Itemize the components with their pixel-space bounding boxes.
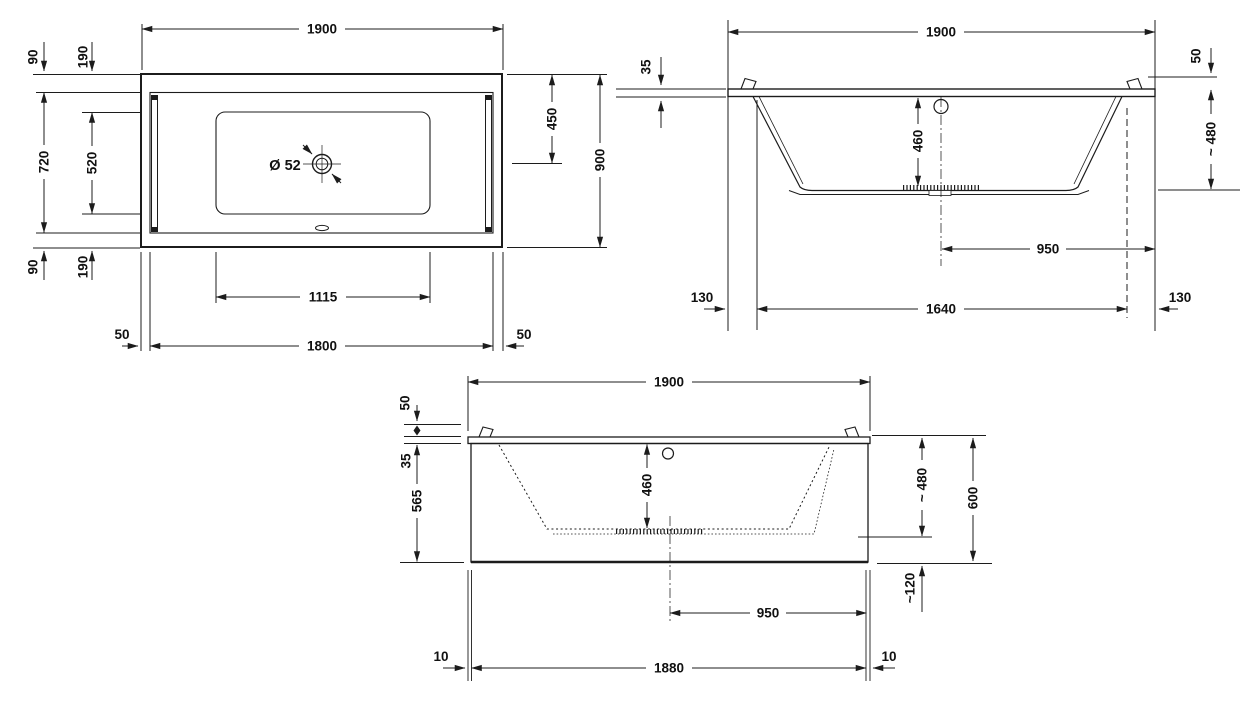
dim-label: 35 xyxy=(399,453,414,469)
svg-text:1640: 1640 xyxy=(926,302,956,317)
svg-text:900: 900 xyxy=(593,149,608,172)
dim-label: 720 xyxy=(36,145,52,179)
rim-bar xyxy=(467,436,871,445)
svg-text:90: 90 xyxy=(26,259,41,274)
dim-label: 10 xyxy=(433,649,448,664)
dim-label: 130 xyxy=(691,290,714,305)
tab-left xyxy=(740,77,757,90)
svg-text:~120: ~120 xyxy=(903,573,918,603)
dim-label: 950 xyxy=(1030,241,1066,257)
overflow-hole xyxy=(661,447,675,460)
svg-text:600: 600 xyxy=(966,487,981,510)
tub-body-outline xyxy=(752,96,1123,192)
svg-text:1880: 1880 xyxy=(654,661,684,676)
svg-text:90: 90 xyxy=(26,49,41,64)
dim-label: 1900 xyxy=(646,374,692,390)
wall-inner-right xyxy=(1073,96,1117,185)
dim-label: 50 xyxy=(1189,48,1204,63)
dim-label: 190 xyxy=(76,256,91,279)
drain-symbol xyxy=(302,144,342,184)
side-dimension-lines xyxy=(616,20,1240,331)
side-view: 1900 35 50 ~ 480 460 950 1640 130 130 xyxy=(616,20,1240,331)
dim-label: 600 xyxy=(965,481,981,515)
dim-label: 565 xyxy=(409,484,425,518)
dim-label: 90 xyxy=(26,49,41,64)
tab-left xyxy=(478,426,494,438)
dim-label: ~120 xyxy=(903,573,918,603)
svg-text:50: 50 xyxy=(398,395,413,410)
tab-right xyxy=(844,426,860,438)
svg-text:950: 950 xyxy=(757,606,780,621)
dim-label: ~ 480 xyxy=(914,460,930,510)
dim-label: 50 xyxy=(516,327,531,342)
front-figure xyxy=(467,426,871,624)
dim-label: 1900 xyxy=(299,21,345,37)
front-view: 1900 50 35 565 460 ~ 480 600 ~120 950 10… xyxy=(398,374,992,681)
dim-label: 190 xyxy=(76,46,91,69)
svg-text:460: 460 xyxy=(640,474,655,497)
svg-text:1900: 1900 xyxy=(926,25,956,40)
svg-text:565: 565 xyxy=(410,489,425,512)
dim-label: 460 xyxy=(910,124,926,158)
rim-side-bars xyxy=(151,95,492,232)
dim-label: 950 xyxy=(750,605,786,621)
dim-label: 1880 xyxy=(646,660,692,676)
svg-text:1900: 1900 xyxy=(654,375,684,390)
tab-right xyxy=(1126,77,1143,90)
plan-labels: 1900 90 190 720 520 90 190 450 900 1115 … xyxy=(26,21,608,354)
apron-panel xyxy=(470,442,869,563)
svg-text:35: 35 xyxy=(639,59,654,75)
rim-bar xyxy=(727,88,1156,98)
svg-text:190: 190 xyxy=(76,46,91,69)
svg-text:1900: 1900 xyxy=(307,22,337,37)
side-figure xyxy=(727,77,1156,266)
dim-front-left-stack xyxy=(400,405,464,563)
dim-label: ~ 480 xyxy=(1203,114,1219,164)
dim-label: 90 xyxy=(26,259,41,274)
dim-label: 35 xyxy=(639,59,654,75)
dim-label: 1115 xyxy=(300,289,346,305)
drain-boss xyxy=(928,190,952,196)
dim-label: 1640 xyxy=(918,301,964,317)
tub-hidden-profile-inner xyxy=(553,448,835,535)
svg-text:1115: 1115 xyxy=(309,290,338,305)
dim-side-rim-thickness xyxy=(616,57,726,128)
dim-label: 520 xyxy=(84,146,100,180)
overflow-slot xyxy=(315,224,329,232)
wall-inner-left xyxy=(758,96,804,185)
dim-label: 10 xyxy=(881,649,896,664)
dim-label: 50 xyxy=(398,395,413,410)
tub-rim-edge xyxy=(149,91,494,234)
dim-label: 900 xyxy=(592,143,608,177)
front-labels: 1900 50 35 565 460 ~ 480 600 ~120 950 10… xyxy=(398,374,981,676)
dim-label: 130 xyxy=(1169,290,1192,305)
dim-label: 1900 xyxy=(918,24,964,40)
dim-side-depth xyxy=(1158,89,1240,191)
svg-text:~ 480: ~ 480 xyxy=(1204,122,1219,156)
svg-text:1800: 1800 xyxy=(307,339,337,354)
dim-label: 450 xyxy=(544,102,560,136)
svg-text:35: 35 xyxy=(399,453,414,469)
plan-figure xyxy=(140,73,503,248)
svg-text:460: 460 xyxy=(911,130,926,153)
dim-label: 50 xyxy=(114,327,129,342)
dim-label: 1800 xyxy=(299,338,345,354)
svg-text:720: 720 xyxy=(37,151,52,174)
dim-side-tab-height xyxy=(1148,48,1217,78)
tub-basin-floor xyxy=(215,111,431,215)
svg-text:950: 950 xyxy=(1037,242,1060,257)
tub-outer-edge xyxy=(140,73,503,248)
side-labels: 1900 35 50 ~ 480 460 950 1640 130 130 xyxy=(639,24,1219,317)
svg-text:~ 480: ~ 480 xyxy=(915,468,930,502)
svg-text:50: 50 xyxy=(1189,48,1204,63)
svg-text:450: 450 xyxy=(545,108,560,131)
svg-text:190: 190 xyxy=(76,256,91,279)
drain-diameter-label: Ø 52 xyxy=(269,158,300,174)
plan-dimension-lines xyxy=(33,24,607,351)
svg-text:520: 520 xyxy=(85,152,100,175)
dim-label: 460 xyxy=(639,468,655,502)
plan-view: 1900 90 190 720 520 90 190 450 900 1115 … xyxy=(26,21,608,354)
